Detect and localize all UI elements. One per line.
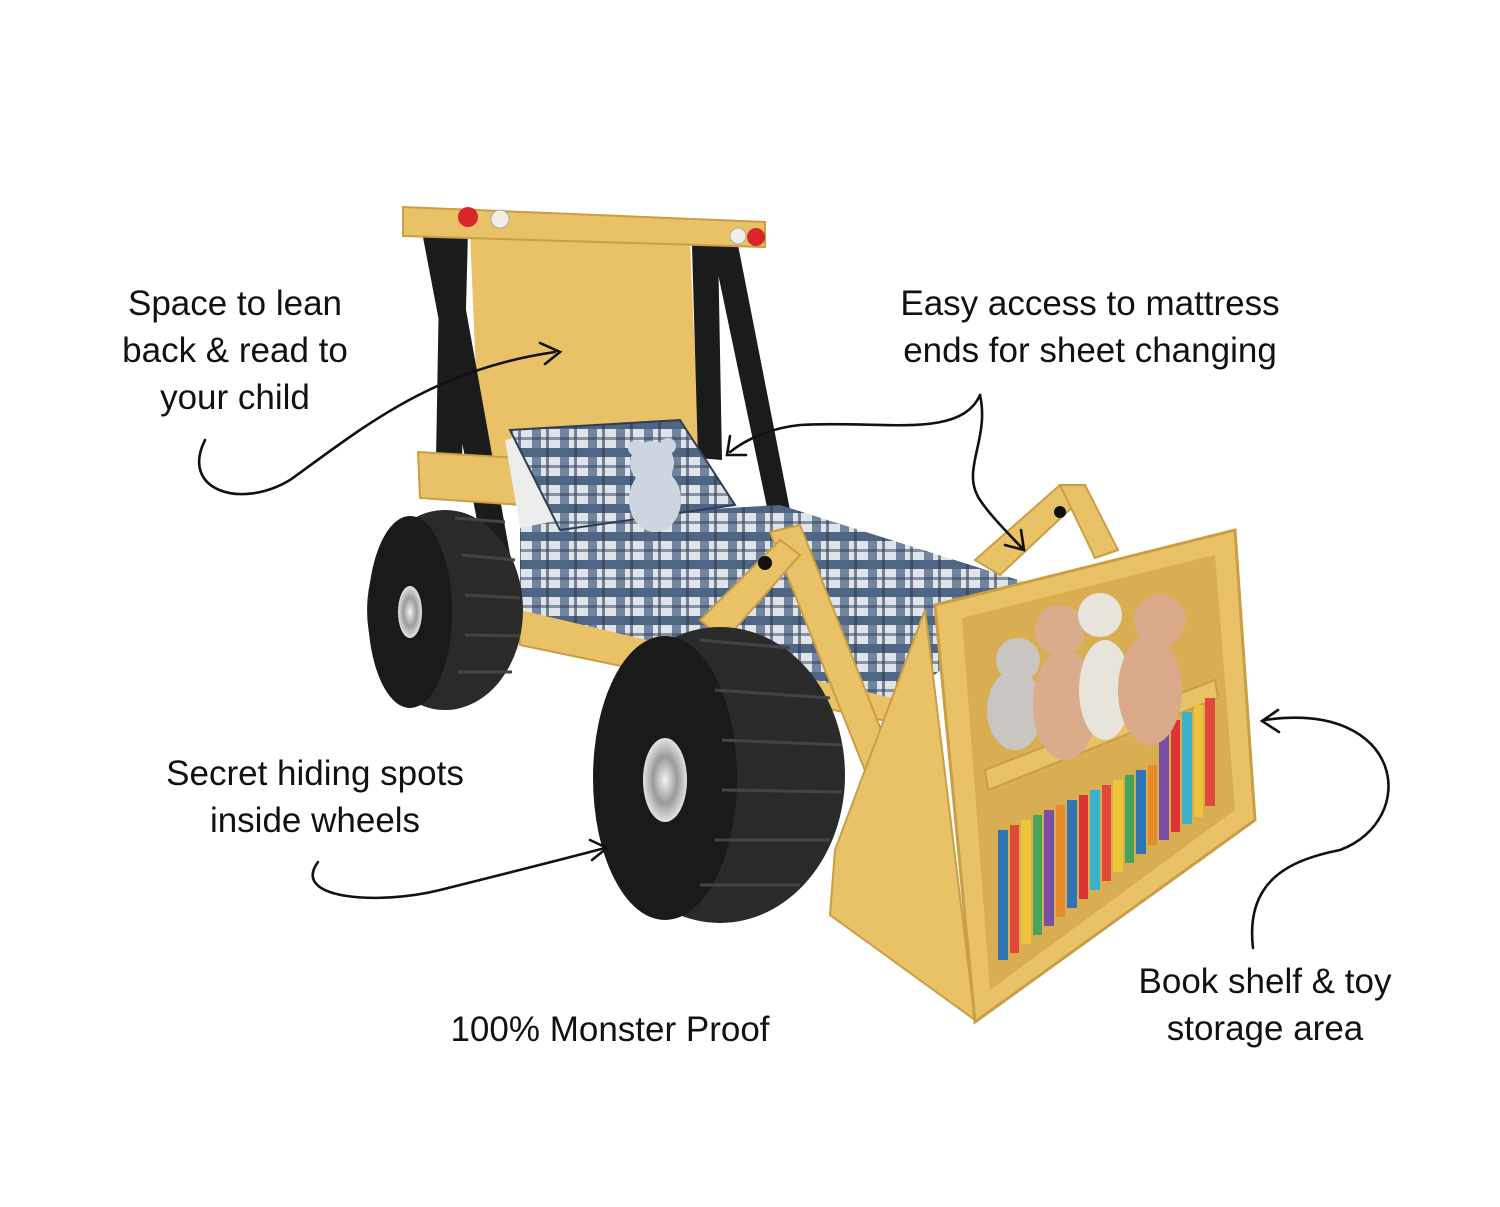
callout-monster-proof: 100% Monster Proof	[410, 1006, 810, 1053]
callout-book-shelf: Book shelf & toy storage area	[1100, 958, 1430, 1052]
front-wheel	[593, 627, 845, 923]
loader-arms	[698, 483, 1120, 780]
callout-mattress-access: Easy access to mattress ends for sheet c…	[860, 280, 1320, 374]
side-rail	[416, 450, 524, 507]
bucket-bookshelf	[828, 528, 1257, 1025]
white-light	[490, 209, 510, 229]
books	[998, 698, 1215, 960]
callout-line: Space to lean	[127, 284, 343, 323]
rear-wheel	[367, 510, 523, 710]
teddy-bear-blue	[628, 438, 681, 532]
callout-hiding-spots: Secret hiding spots inside wheels	[125, 750, 505, 844]
headboard-canopy	[402, 205, 790, 615]
white-light	[729, 227, 747, 245]
arrow-head	[725, 434, 748, 457]
red-reflector	[458, 207, 478, 227]
callout-line: back & read to	[122, 331, 348, 370]
stuffed-animals	[987, 593, 1186, 760]
left-post-back	[436, 232, 468, 460]
headboard-panel	[470, 232, 700, 470]
callout-line: ends for sheet changing	[903, 331, 1277, 370]
callout-line: Easy access to mattress	[900, 284, 1280, 323]
arrow-mattress-right	[971, 393, 1024, 550]
right-post-front	[712, 245, 790, 512]
right-post-back	[692, 245, 722, 460]
callout-line: Secret hiding spots	[166, 754, 464, 793]
right-arm	[973, 483, 1082, 577]
arrow-head	[1003, 528, 1026, 552]
callout-line: inside wheels	[209, 801, 421, 840]
callout-line: storage area	[1166, 1009, 1364, 1048]
callout-line: 100% Monster Proof	[450, 1010, 770, 1049]
callout-line: your child	[160, 378, 310, 417]
annotation-arrows	[197, 341, 1390, 950]
callout-line: Book shelf & toy	[1138, 962, 1392, 1001]
right-arm-upright	[1058, 484, 1120, 560]
red-reflector	[747, 228, 765, 246]
arrow-shelf	[1250, 716, 1390, 950]
arrow-head	[538, 341, 563, 366]
arrow-wheels	[311, 846, 607, 900]
arrow-lean	[197, 350, 557, 496]
arrow-head	[1259, 708, 1281, 734]
arrow-head	[588, 838, 610, 862]
arrow-mattress-left	[728, 393, 982, 454]
callout-lean-back: Space to lean back & read to your child	[85, 280, 385, 421]
